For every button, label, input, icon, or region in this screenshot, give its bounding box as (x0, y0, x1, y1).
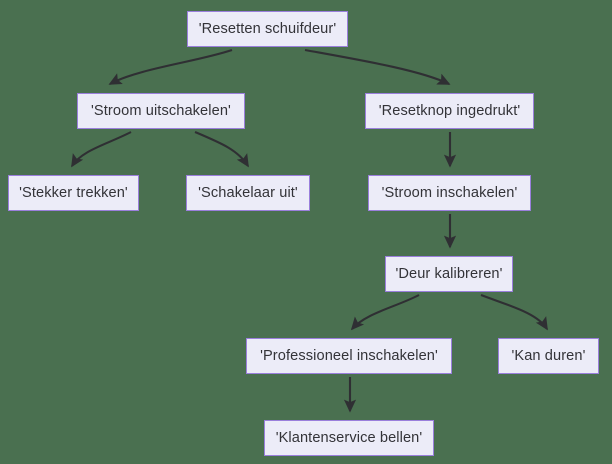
flow-edge-reset-to-stroom_uit (108, 49, 233, 85)
flow-node-label: 'Resetten schuifdeur' (198, 20, 337, 37)
flow-node-stroom_in[interactable]: 'Stroom inschakelen' (368, 175, 531, 211)
flow-edge-stroom_uit-to-schakelaar (194, 131, 249, 168)
flow-node-stroom_uit[interactable]: 'Stroom uitschakelen' (77, 93, 245, 129)
flow-node-reset[interactable]: 'Resetten schuifdeur' (187, 11, 348, 47)
flow-node-label: 'Deur kalibreren' (395, 265, 503, 282)
flow-node-klantenservice[interactable]: 'Klantenservice bellen' (264, 420, 434, 456)
flow-node-label: 'Professioneel inschakelen' (260, 347, 438, 364)
edge-path-group (71, 48, 548, 413)
flow-node-stekker[interactable]: 'Stekker trekken' (8, 175, 139, 211)
flow-edge-kalibreren-to-professional (350, 294, 420, 331)
flow-node-label: 'Stekker trekken' (19, 184, 128, 201)
flow-edge-kalibreren-to-kan_duren (480, 294, 548, 331)
flow-node-kalibreren[interactable]: 'Deur kalibreren' (385, 256, 513, 292)
flow-node-label: 'Klantenservice bellen' (275, 429, 423, 446)
flow-node-schakelaar[interactable]: 'Schakelaar uit' (186, 175, 310, 211)
flow-node-label: 'Stroom uitschakelen' (91, 102, 231, 119)
flow-edge-stroom_uit-to-stekker (71, 131, 132, 168)
flow-node-professional[interactable]: 'Professioneel inschakelen' (246, 338, 452, 374)
flow-node-label: 'Schakelaar uit' (198, 184, 298, 201)
flow-node-resetknop[interactable]: 'Resetknop ingedrukt' (365, 93, 534, 129)
flow-node-label: 'Stroom inschakelen' (381, 184, 518, 201)
flow-node-label: 'Kan duren' (511, 347, 586, 364)
flow-edge-reset-to-resetknop (304, 48, 451, 85)
flow-node-kan_duren[interactable]: 'Kan duren' (498, 338, 599, 374)
flow-node-label: 'Resetknop ingedrukt' (378, 102, 521, 119)
